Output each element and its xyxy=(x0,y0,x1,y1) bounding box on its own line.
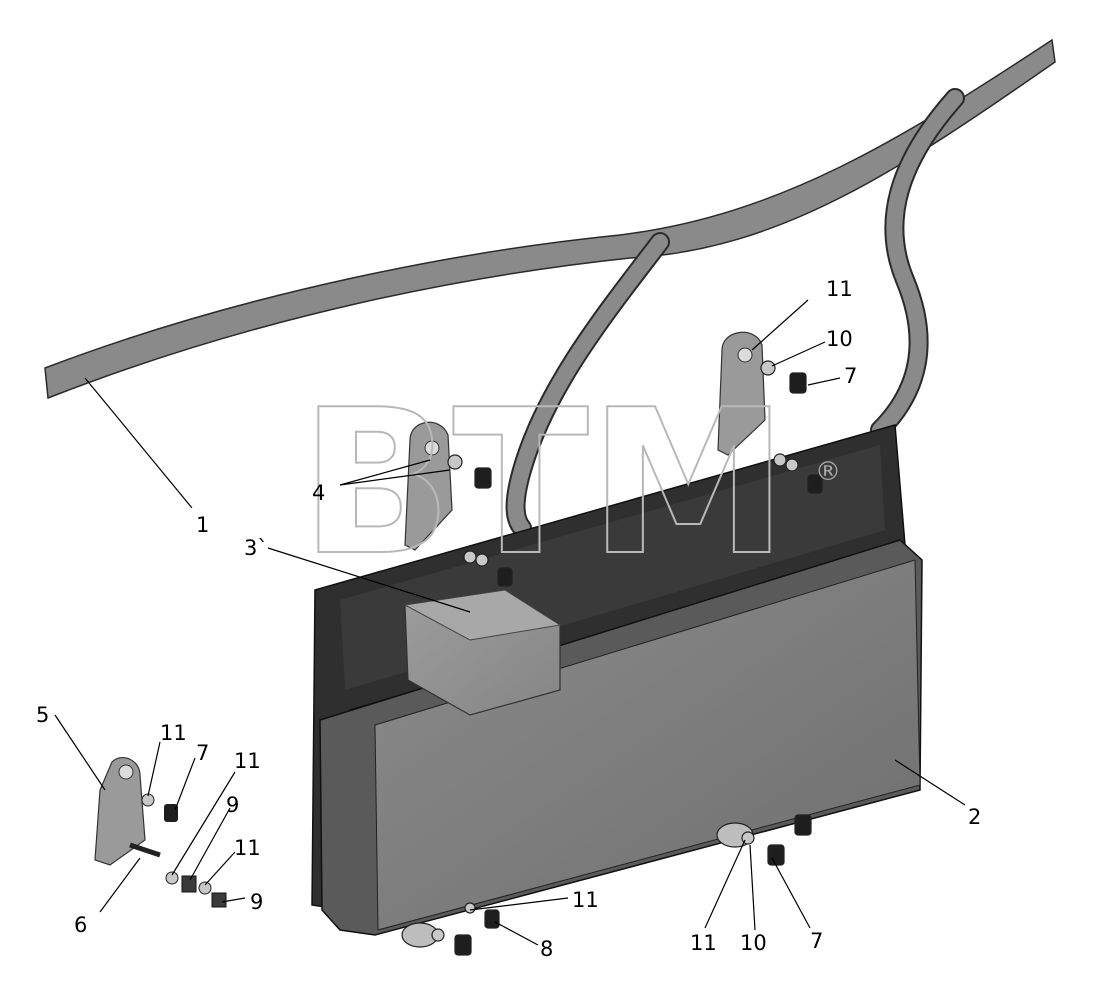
label-6: 6 xyxy=(74,913,87,937)
label-7-left: 7 xyxy=(196,741,209,765)
fasteners-upper xyxy=(447,360,823,587)
leader-lines xyxy=(54,299,966,946)
watermark-logo: BTM ® xyxy=(299,366,841,601)
label-10-bottom: 10 xyxy=(740,931,767,955)
label-2: 2 xyxy=(968,805,981,829)
label-9-left-b: 9 xyxy=(250,890,263,914)
label-10-top: 10 xyxy=(826,327,853,351)
label-11-left-a: 11 xyxy=(160,721,187,745)
svg-text:BTM: BTM xyxy=(300,367,788,600)
label-11-left-c: 11 xyxy=(234,836,261,860)
upper-bracket-right xyxy=(717,331,766,456)
label-5: 5 xyxy=(36,703,49,727)
label-11-top: 11 xyxy=(826,277,853,301)
svg-text:®: ® xyxy=(815,457,841,487)
label-3: 3` xyxy=(244,536,268,560)
connector-box xyxy=(403,589,562,716)
cover-panel xyxy=(319,539,923,936)
label-4: 4 xyxy=(312,481,325,505)
part-labels: 1 2 3` 4 5 6 11 10 7 11 7 11 9 11 9 11 8… xyxy=(36,277,981,961)
label-8: 8 xyxy=(540,937,553,961)
label-7-bottom: 7 xyxy=(810,929,823,953)
label-7-top: 7 xyxy=(844,364,857,388)
label-11-bottom: 11 xyxy=(572,888,599,912)
label-9-left-a: 9 xyxy=(226,793,239,817)
label-1: 1 xyxy=(196,513,209,537)
upper-bracket-left xyxy=(404,421,453,551)
wire-harness xyxy=(44,38,1056,538)
label-11-left-b: 11 xyxy=(234,749,261,773)
label-11-bottom-right: 11 xyxy=(690,931,717,955)
bracket-detail xyxy=(94,757,227,908)
